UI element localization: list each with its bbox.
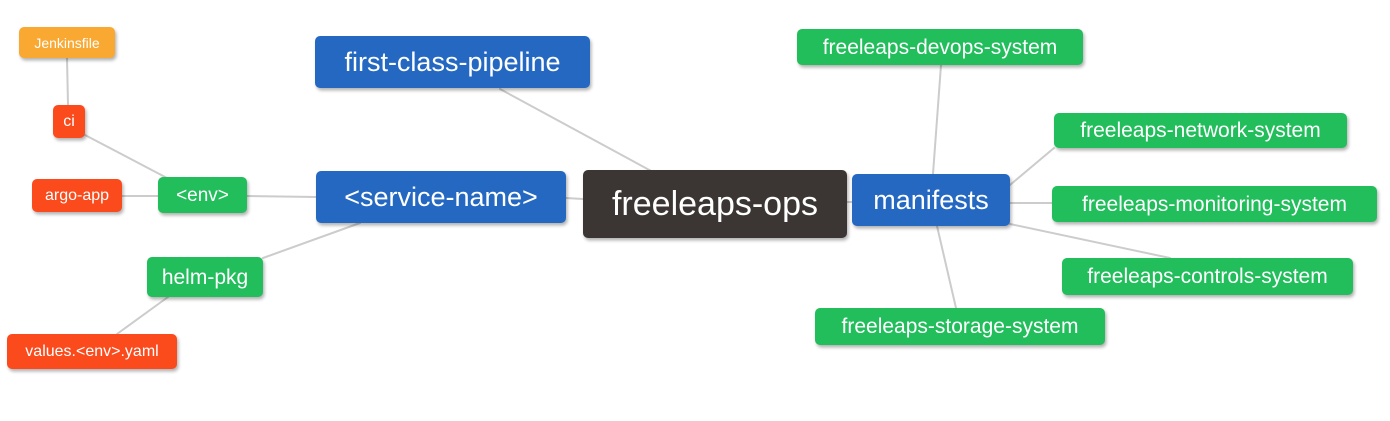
node-first-class-pipeline[interactable]: first-class-pipeline [315, 36, 590, 88]
node-service-name[interactable]: <service-name> [316, 171, 566, 223]
node-freeleaps-devops-system[interactable]: freeleaps-devops-system [797, 29, 1083, 65]
node-freeleaps-controls-system[interactable]: freeleaps-controls-system [1062, 258, 1353, 295]
node-helm-pkg[interactable]: helm-pkg [147, 257, 263, 297]
node-freeleaps-network-system[interactable]: freeleaps-network-system [1054, 113, 1347, 148]
node-values-env-yaml[interactable]: values.<env>.yaml [7, 334, 177, 369]
node-freeleaps-monitoring-system[interactable]: freeleaps-monitoring-system [1052, 186, 1377, 222]
node-jenkinsfile[interactable]: Jenkinsfile [19, 27, 115, 58]
node-freeleaps-ops[interactable]: freeleaps-ops [583, 170, 847, 238]
node-env[interactable]: <env> [158, 177, 247, 213]
node-argo-app[interactable]: argo-app [32, 179, 122, 212]
node-freeleaps-storage-system[interactable]: freeleaps-storage-system [815, 308, 1105, 345]
node-manifests[interactable]: manifests [852, 174, 1010, 226]
node-ci[interactable]: ci [53, 105, 85, 138]
